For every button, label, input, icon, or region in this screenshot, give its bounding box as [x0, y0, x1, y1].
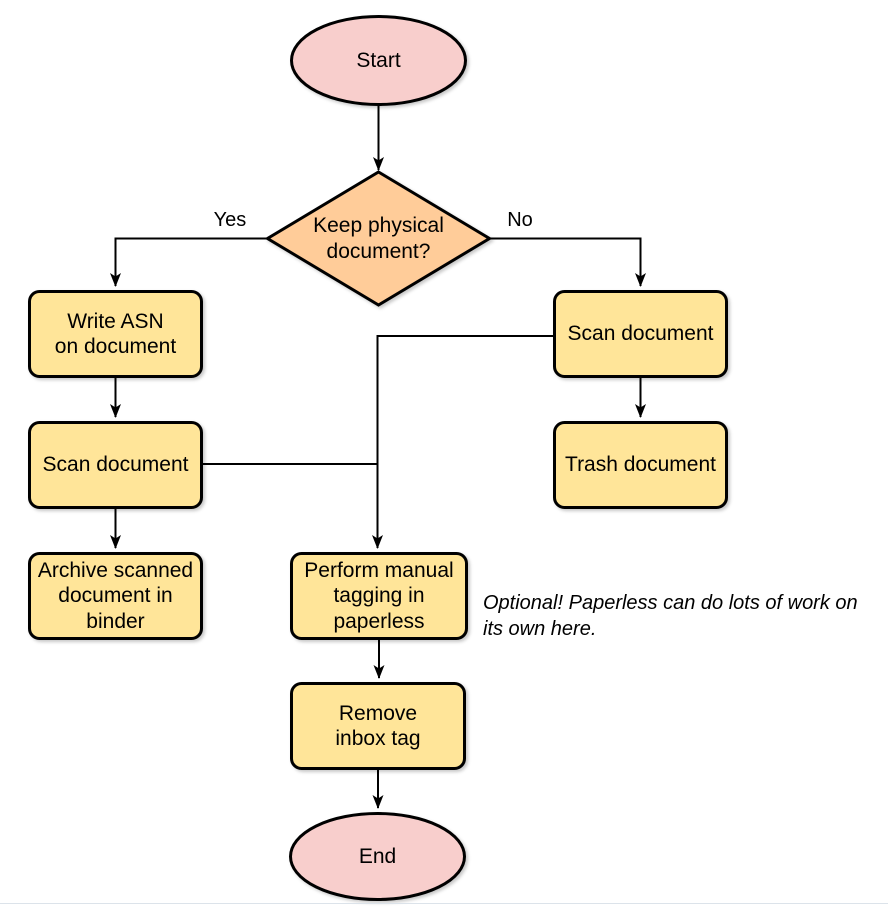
- optional-note: Optional! Paperless can do lots of work …: [483, 592, 858, 640]
- write-asn-shape: [28, 290, 203, 378]
- edge-decision-yes-to-write-asn: [110, 237, 267, 287]
- edge-decision-no-to-scan-right: [490, 237, 646, 287]
- scan-document-left-shape: [28, 421, 203, 509]
- remove-inbox-tag-shape: [290, 682, 466, 770]
- edge-label-yes: Yes: [213, 209, 247, 231]
- bottom-divider: [0, 903, 888, 904]
- manual-tagging-shape: [290, 552, 468, 640]
- trash-document-shape: [553, 421, 728, 509]
- edge-label-no: No: [507, 209, 533, 231]
- end-terminal-shape: [289, 812, 466, 901]
- archive-in-binder-shape: [28, 552, 203, 640]
- edge-scan-right-to-tagging: [372, 335, 553, 549]
- decision-diamond-shape: [264, 170, 493, 307]
- scan-document-right-shape: [553, 290, 728, 378]
- start-terminal-shape: [290, 15, 467, 106]
